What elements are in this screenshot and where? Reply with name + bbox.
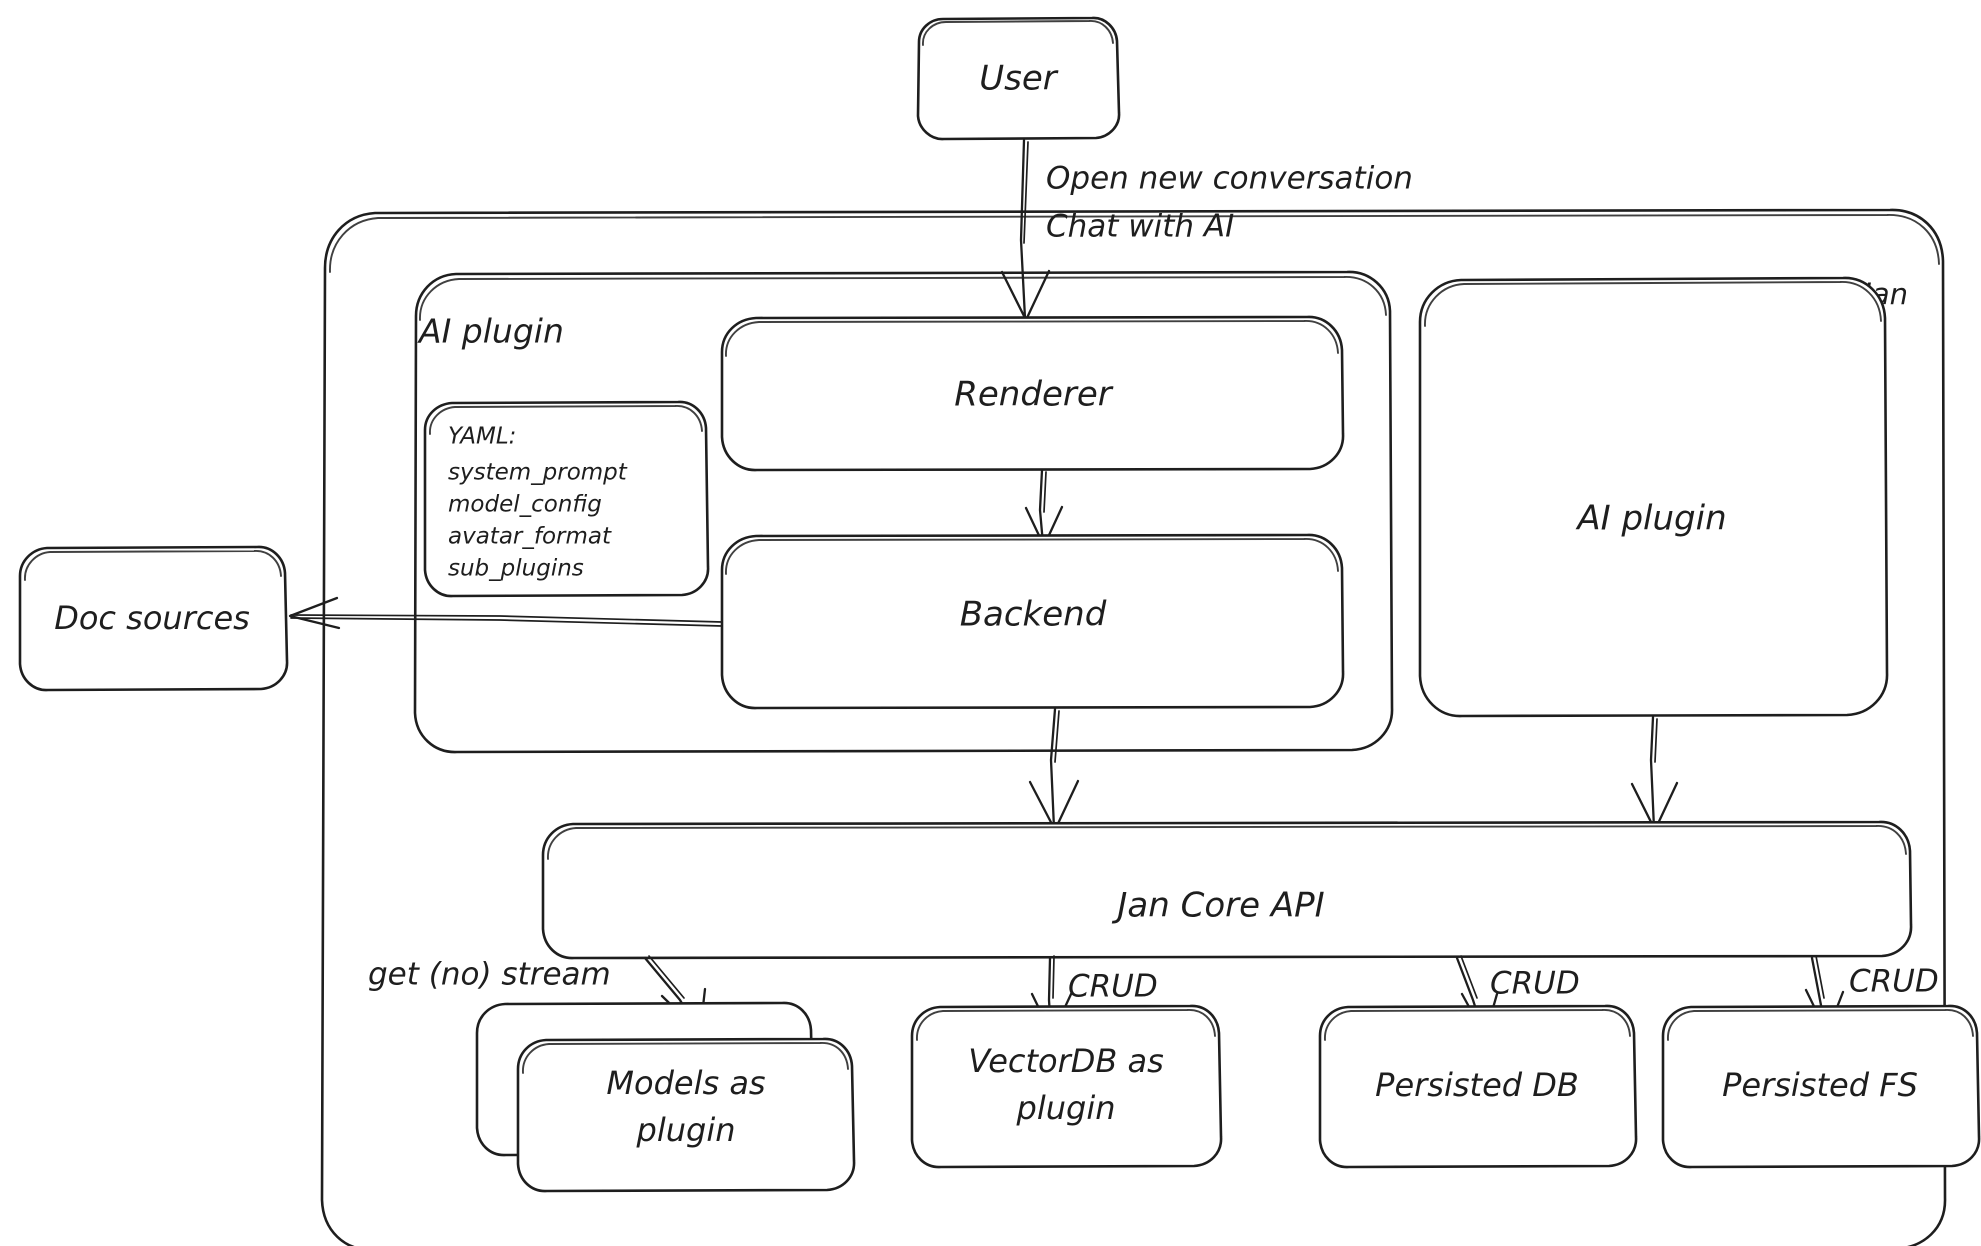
node-jan-core-api[interactable]: Jan Core API (541, 820, 1913, 960)
note-yaml-key-4: sub_plugins (448, 556, 584, 582)
node-ai-plugin[interactable]: AI plugin (1418, 276, 1889, 718)
note-yaml-key-2: model_config (448, 492, 602, 518)
node-jan-core-api-label: Jan Core API (1111, 886, 1324, 926)
node-persisted-fs[interactable]: Persisted FS (1661, 1004, 1981, 1169)
node-persisted-fs-label: Persisted FS (1722, 1066, 1918, 1104)
note-yaml-title: YAML: (448, 424, 516, 450)
edge-label-chat-with-ai: Chat with AI (1046, 209, 1234, 245)
edge-core-to-persisted-fs: CRUD (1804, 955, 1939, 1035)
edge-label-crud-fs: CRUD (1849, 964, 1939, 1000)
note-yaml-key-3: avatar_format (448, 524, 612, 550)
edge-core-to-persisted-db: CRUD (1455, 955, 1580, 1038)
node-ai-plugin-label: AI plugin (1575, 499, 1726, 539)
edge-label-get-no-stream: get (no) stream (368, 957, 611, 993)
node-vectordb-as-plugin[interactable]: VectorDB as plugin (910, 1004, 1223, 1169)
edge-user-to-renderer: Open new conversation Chat with AI (1000, 138, 1413, 322)
edge-label-open-new-conversation: Open new conversation (1046, 161, 1413, 197)
edge-label-crud-vectordb: CRUD (1068, 969, 1158, 1005)
node-doc-sources-label: Doc sources (54, 599, 250, 637)
node-models-as-plugin-label-line1: Models as (606, 1064, 765, 1102)
node-persisted-db[interactable]: Persisted DB (1318, 1004, 1638, 1169)
node-renderer[interactable]: Renderer (720, 315, 1345, 472)
node-user[interactable]: User (916, 16, 1121, 141)
node-vectordb-as-plugin-label-line1: VectorDB as (968, 1042, 1164, 1080)
note-yaml-key-1: system_prompt (448, 460, 628, 486)
node-models-as-plugin-label-line2: plugin (636, 1111, 736, 1149)
node-backend-label: Backend (960, 595, 1107, 635)
node-renderer-label: Renderer (954, 375, 1113, 415)
node-vectordb-as-plugin-label-line2: plugin (1016, 1089, 1116, 1127)
edge-backend-to-doc-sources (288, 596, 723, 630)
node-doc-sources[interactable]: Doc sources (18, 545, 289, 692)
edge-core-to-vectordb: CRUD (1030, 955, 1158, 1037)
edge-core-to-models: get (no) stream (368, 955, 707, 1035)
node-models-as-plugin[interactable]: Models as plugin (475, 1001, 856, 1193)
node-user-label: User (979, 59, 1059, 99)
edge-label-crud-db: CRUD (1490, 966, 1580, 1002)
container-ai-plugin-group-label: AI plugin (417, 312, 564, 351)
node-persisted-db-label: Persisted DB (1375, 1066, 1579, 1104)
note-yaml[interactable]: YAML: system_prompt model_config avatar_… (423, 400, 710, 598)
node-backend[interactable]: Backend (720, 533, 1345, 710)
